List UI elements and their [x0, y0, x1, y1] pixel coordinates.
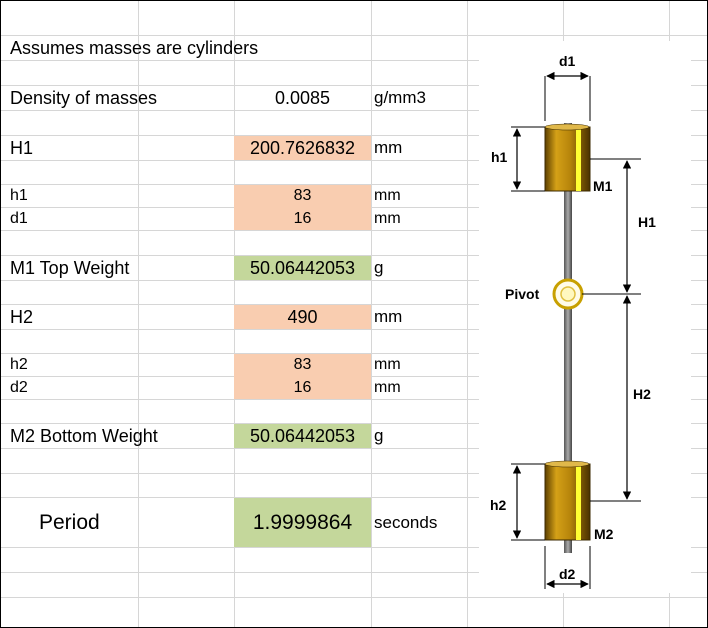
title-note: Assumes masses are cylinders	[10, 37, 259, 58]
h2-unit: mm	[374, 356, 401, 373]
m1-label: M1 Top Weight	[10, 257, 130, 278]
diagram-label-d1: d1	[559, 53, 576, 69]
grid-line	[1, 255, 707, 256]
H1-value[interactable]: 200.7626832	[249, 137, 356, 158]
density-label: Density of masses	[10, 87, 158, 108]
grid-line	[1, 110, 707, 111]
diagram-label-H1: H1	[638, 214, 656, 230]
bottom-mass-m2	[544, 460, 591, 541]
grid-line	[1, 547, 707, 548]
grid-line	[1, 280, 707, 281]
period-value-cell	[234, 498, 371, 547]
period-value: 1.9999864	[252, 510, 353, 534]
m2-value: 50.06442053	[249, 425, 356, 446]
h2-label: h2	[10, 356, 28, 373]
grid-line	[1, 597, 707, 598]
grid-line	[1, 35, 707, 36]
period-unit: seconds	[374, 512, 438, 532]
grid-line	[1, 230, 707, 231]
d1-label: d1	[10, 210, 28, 227]
H2-value-cell[interactable]	[234, 305, 371, 329]
period-label: Period	[39, 510, 100, 534]
grid-line	[467, 1, 468, 627]
pendulum-rod	[564, 123, 572, 553]
density-value[interactable]: 0.0085	[274, 87, 331, 108]
grid-line	[1, 423, 707, 424]
grid-line	[1, 448, 707, 449]
diagram-label-M2: M2	[594, 526, 614, 542]
diagram-label-pivot: Pivot	[505, 286, 540, 302]
H1-value-cell[interactable]	[234, 136, 371, 160]
H2-unit: mm	[374, 307, 403, 326]
diagram-label-H2: H2	[633, 386, 651, 402]
top-mass-m1	[544, 123, 591, 192]
m1-value: 50.06442053	[249, 257, 356, 278]
density-unit: g/mm3	[374, 88, 426, 107]
h1-label: h1	[10, 187, 28, 204]
grid-line	[1, 160, 707, 161]
grid-line	[138, 1, 139, 627]
h1-unit: mm	[374, 187, 401, 204]
H1-label: H1	[10, 137, 34, 158]
diagram-label-h2: h2	[490, 497, 507, 513]
H2-value[interactable]: 490	[287, 306, 318, 327]
grid-line	[1, 60, 707, 61]
d2-label: d2	[10, 379, 28, 396]
h1-value[interactable]: 83	[293, 187, 312, 204]
diagram-label-d2: d2	[559, 566, 576, 582]
grid-line	[1, 399, 707, 400]
H1-unit: mm	[374, 138, 403, 157]
pivot-ring	[552, 278, 584, 310]
d1-value[interactable]: 16	[293, 210, 312, 227]
diagram-label-h1: h1	[491, 149, 508, 165]
d2-unit: mm	[374, 379, 401, 396]
grid-line	[1, 184, 707, 185]
grid-line	[1, 135, 707, 136]
m2-unit: g	[374, 426, 384, 445]
grid-line	[1, 85, 707, 86]
grid-line	[1, 304, 707, 305]
m1-value-cell	[234, 256, 371, 280]
grid-line	[1, 572, 707, 573]
m2-value-cell	[234, 424, 371, 448]
h2-d2-value-cell[interactable]	[234, 354, 371, 399]
diagram-label-M1: M1	[593, 178, 613, 194]
grid-line	[1, 473, 707, 474]
d2-value[interactable]: 16	[293, 379, 312, 396]
h2-value[interactable]: 83	[293, 356, 312, 373]
grid-line	[371, 1, 372, 627]
m2-label: M2 Bottom Weight	[10, 425, 158, 446]
grid-line	[1, 497, 707, 498]
d1-unit: mm	[374, 210, 401, 227]
h1-d1-value-cell[interactable]	[234, 185, 371, 230]
m1-unit: g	[374, 258, 384, 277]
grid-line	[1, 353, 707, 354]
H2-label: H2	[10, 306, 34, 327]
grid-line	[1, 329, 707, 330]
